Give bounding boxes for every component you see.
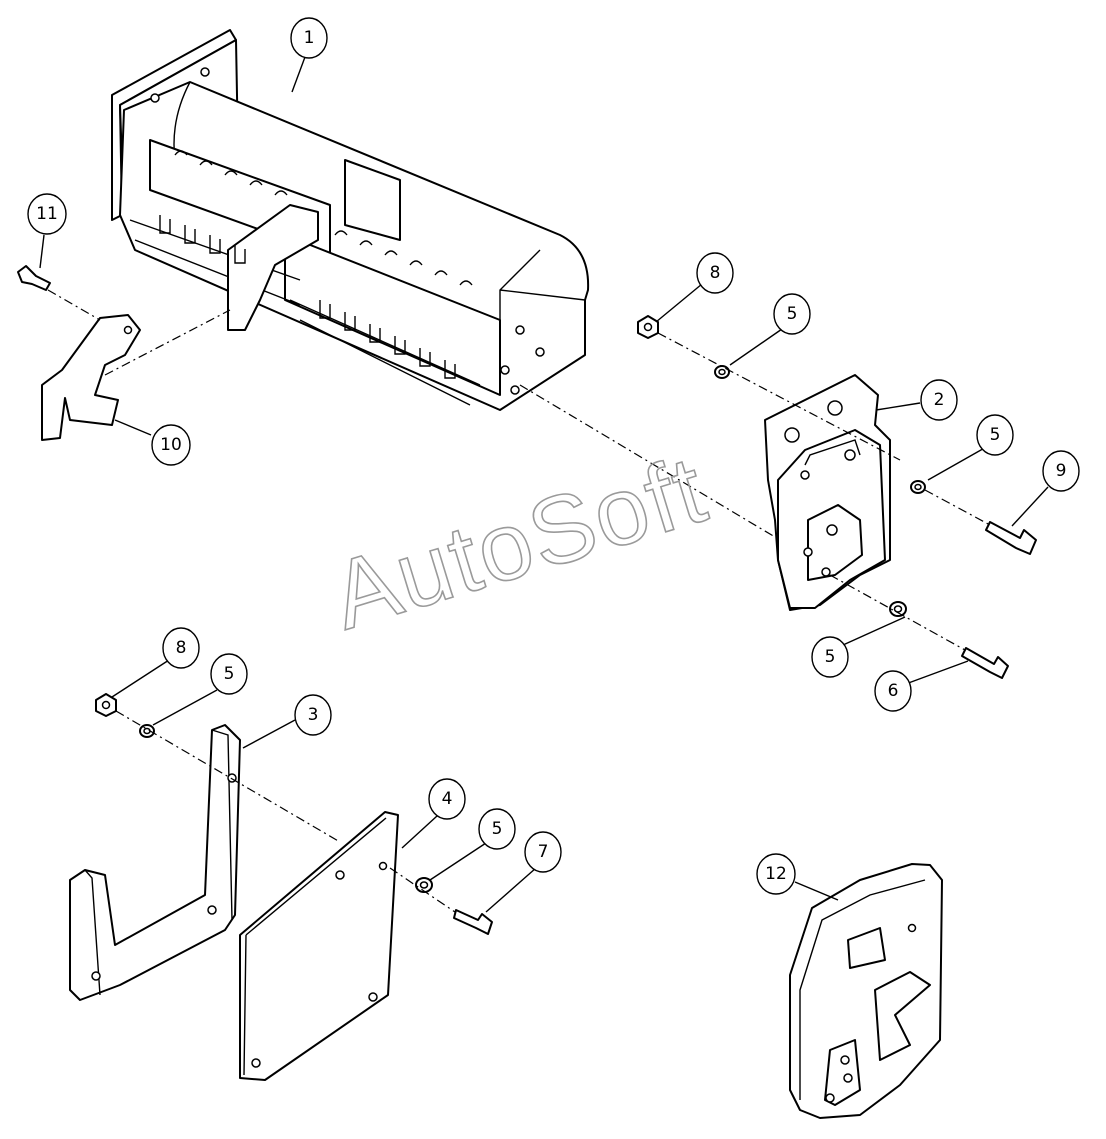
- callout-3: 3: [294, 694, 332, 736]
- part-4-plate: [239, 811, 399, 1081]
- callout-5: 5: [210, 653, 248, 695]
- callout-5: 5: [773, 293, 811, 335]
- callout-8: 8: [696, 252, 734, 294]
- callout-1: 1: [290, 17, 328, 59]
- bolt-6: [961, 647, 1009, 679]
- callout-label: 5: [825, 647, 836, 667]
- nut-8-lower: [95, 693, 117, 717]
- callout-5: 5: [478, 808, 516, 850]
- callout-11: 11: [27, 193, 67, 235]
- callout-label: 6: [888, 681, 899, 701]
- washer-5-upper: [714, 365, 730, 379]
- callout-7: 7: [524, 831, 562, 873]
- callout-label: 5: [492, 819, 503, 839]
- callout-5: 5: [811, 636, 849, 678]
- callout-label: 2: [934, 390, 945, 410]
- part-12-suitcase-weight: [789, 863, 943, 1119]
- callout-label: 5: [224, 664, 235, 684]
- part-2-mounting-bracket: [764, 374, 891, 611]
- callout-label: 5: [787, 304, 798, 324]
- nut-8-upper: [637, 315, 659, 339]
- callout-2: 2: [920, 379, 958, 421]
- callout-4: 4: [428, 778, 466, 820]
- callout-label: 5: [990, 425, 1001, 445]
- leader-lines: [39, 56, 1049, 913]
- callout-label: 11: [36, 204, 58, 224]
- callout-label: 12: [765, 864, 787, 884]
- callout-5: 5: [976, 414, 1014, 456]
- callout-9: 9: [1042, 450, 1080, 492]
- part-11-bolt: [17, 265, 51, 291]
- bolt-9: [985, 521, 1037, 555]
- callout-8: 8: [162, 627, 200, 669]
- part-10-hook-bracket: [41, 314, 141, 441]
- bolt-7: [453, 909, 493, 935]
- callout-label: 9: [1056, 461, 1067, 481]
- assembly-center-lines: [47, 289, 991, 913]
- washer-5-plate: [415, 877, 433, 893]
- part-3-frame: [69, 724, 241, 1001]
- callout-label: 7: [538, 842, 549, 862]
- callout-label: 1: [304, 28, 315, 48]
- callout-label: 8: [710, 263, 721, 283]
- callout-label: 10: [160, 435, 182, 455]
- callout-label: 8: [176, 638, 187, 658]
- part-1-weight-carrier: [111, 29, 590, 411]
- callout-6: 6: [874, 670, 912, 712]
- watermark-text: AutoSoft: [320, 435, 719, 650]
- callout-10: 10: [151, 424, 191, 466]
- washer-5-right: [910, 480, 926, 494]
- callout-label: 4: [442, 789, 453, 809]
- washer-5-lower: [889, 601, 907, 617]
- callout-12: 12: [756, 853, 796, 895]
- washer-5-left: [139, 724, 155, 738]
- callout-label: 3: [308, 705, 319, 725]
